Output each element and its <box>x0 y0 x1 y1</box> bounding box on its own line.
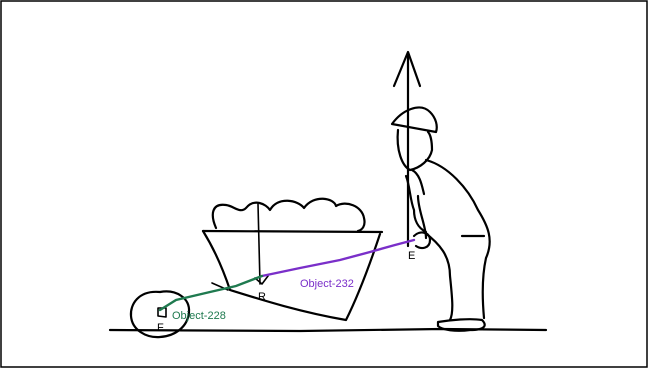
object-232-label: Object-232 <box>300 278 354 290</box>
object-228-label: Object-228 <box>172 310 226 322</box>
fulcrum-label: F <box>157 322 164 334</box>
effort-label: E <box>408 250 415 262</box>
load-label: R <box>258 291 266 303</box>
